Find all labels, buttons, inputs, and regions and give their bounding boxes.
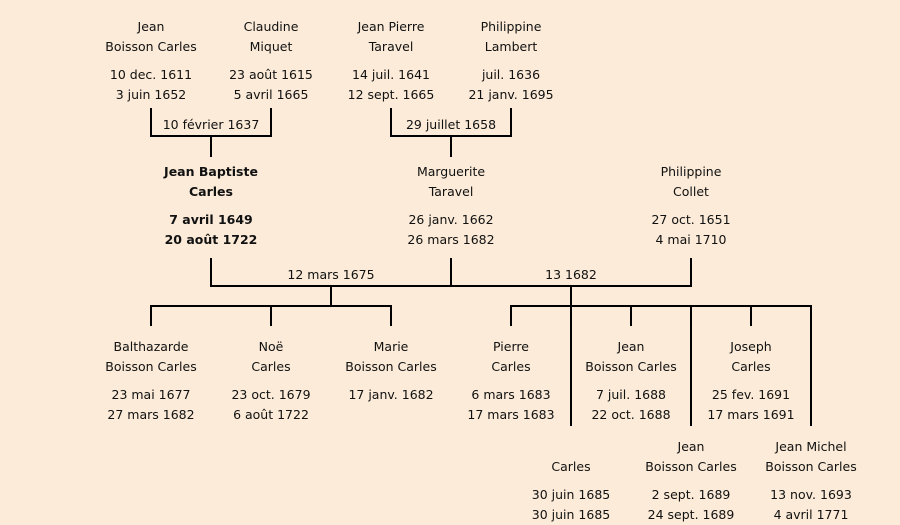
person-death: 26 mars 1682 (407, 232, 495, 247)
person-last: Carles (731, 359, 771, 374)
person-last: Lambert (484, 39, 538, 54)
person-death: 12 sept. 1665 (347, 87, 435, 102)
person-birth: 14 juil. 1641 (352, 67, 430, 82)
person-death: 4 avril 1771 (773, 507, 849, 522)
person-birth: 13 nov. 1693 (770, 487, 852, 502)
spacer (616, 202, 766, 210)
person-death: 20 août 1722 (164, 232, 258, 247)
person-death: 22 oct. 1688 (591, 407, 671, 422)
person-birth: 25 fev. 1691 (711, 387, 791, 402)
person-death: 27 mars 1682 (107, 407, 195, 422)
person-first: Joseph (730, 339, 772, 354)
person-first: Marguerite (416, 164, 486, 179)
person-card[interactable]: Carles 30 juin 1685 30 juin 1685 (496, 437, 646, 525)
person-death: 4 mai 1710 (655, 232, 727, 247)
person-death: 5 avril 1665 (233, 87, 309, 102)
person-last: Boisson Carles (105, 359, 197, 374)
marriage-date: 29 juillet 1658 (405, 117, 497, 132)
person-first: Jean (677, 439, 705, 454)
person-first: Marie (373, 339, 409, 354)
person-first: Philippine (480, 19, 542, 34)
spacer (736, 477, 886, 485)
person-birth: 6 mars 1683 (471, 387, 551, 402)
person-death: 30 juin 1685 (531, 507, 611, 522)
person-first: Jean Michel (775, 439, 847, 454)
person-death: 21 janv. 1695 (468, 87, 554, 102)
marriage-date: 13 1682 (545, 267, 597, 282)
person-birth: 7 juil. 1688 (595, 387, 667, 402)
person-first: Jean (617, 339, 645, 354)
person-first: Noë (258, 339, 284, 354)
person-first: Jean Pierre (357, 19, 425, 34)
person-last: Collet (673, 184, 709, 199)
person-first: Claudine (243, 19, 299, 34)
person-last: Taravel (428, 184, 474, 199)
spacer (436, 57, 586, 65)
person-last: Boisson Carles (105, 39, 197, 54)
person-last: Miquet (249, 39, 293, 54)
person-first: Jean Baptiste (164, 164, 258, 179)
person-birth: juil. 1636 (481, 67, 541, 82)
person-last: Taravel (368, 39, 414, 54)
person-birth: 10 dec. 1611 (109, 67, 193, 82)
spacer (376, 202, 526, 210)
person-last: Boisson Carles (585, 359, 677, 374)
spacer (136, 202, 286, 210)
person-birth: 30 juin 1685 (531, 487, 611, 502)
person-first: Balthazarde (113, 339, 189, 354)
person-birth: 27 oct. 1651 (651, 212, 731, 227)
person-birth: 23 août 1615 (229, 67, 313, 82)
person-death: 24 sept. 1689 (647, 507, 735, 522)
marriage-date: 10 février 1637 (162, 117, 260, 132)
person-last: Boisson Carles (345, 359, 437, 374)
person-first: Jean (137, 19, 165, 34)
person-first: Pierre (493, 339, 529, 354)
person-last: Boisson Carles (645, 459, 737, 474)
person-birth: 23 mai 1677 (111, 387, 191, 402)
person-birth: 26 janv. 1662 (408, 212, 494, 227)
person-death: 6 août 1722 (233, 407, 309, 422)
person-last: Carles (491, 359, 531, 374)
person-last: Boisson Carles (765, 459, 857, 474)
person-last: Carles (551, 459, 591, 474)
person-birth: 23 oct. 1679 (231, 387, 311, 402)
person-death: 17 mars 1683 (467, 407, 555, 422)
person-birth: 7 avril 1649 (169, 212, 253, 227)
person-birth: 17 janv. 1682 (348, 387, 434, 402)
person-first: Philippine (660, 164, 722, 179)
person-last: Carles (251, 359, 291, 374)
person-last: Carles (189, 184, 233, 199)
person-death: 17 mars 1691 (707, 407, 795, 422)
person-death: 3 juin 1652 (115, 87, 187, 102)
person-birth: 2 sept. 1689 (651, 487, 731, 502)
spacer (676, 377, 826, 385)
marriage-date: 12 mars 1675 (287, 267, 375, 282)
